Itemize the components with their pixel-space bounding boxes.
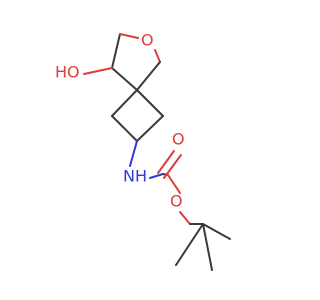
bond-quaternary-methyl-down <box>202 223 213 271</box>
hydroxyl-label: HO <box>55 63 80 82</box>
ring-oxygen-label: O <box>141 31 154 50</box>
bond-carbonyl-double-b <box>163 154 182 179</box>
bond-ester-oxygen-tbutyl <box>179 211 191 225</box>
molecule-structure-diagram: HO O NH O O <box>55 31 231 271</box>
bond-quaternary-methyl-left <box>175 223 204 266</box>
bond-ring-oxygen-ch2 <box>154 49 161 63</box>
bond-spiro-cb-left <box>111 89 138 117</box>
carbamate-group <box>129 140 191 225</box>
bond-cb-bottom-right <box>136 115 164 142</box>
bond-amine-carbonyl <box>149 173 164 179</box>
ester-oxygen-label: O <box>170 192 183 211</box>
amine-label: NH <box>123 167 147 186</box>
cyclobutane-ring <box>111 89 164 142</box>
bond-ch2-ring-oxygen <box>119 33 139 39</box>
bond-carbonyl-ester-oxygen <box>167 174 181 194</box>
bond-carbonyl-double-a <box>157 150 175 174</box>
bond-spiro-choh <box>111 67 138 91</box>
bond-ring-amine <box>129 140 138 167</box>
tert-butyl-group <box>175 223 231 271</box>
oxolane-ring <box>111 33 161 91</box>
bond-cb-right-spiro <box>136 89 164 117</box>
bond-cb-left-bottom <box>111 115 138 142</box>
bond-quaternary-methyl-right <box>202 223 231 240</box>
carbonyl-oxygen-label: O <box>172 130 185 149</box>
bond-c-ch2-top <box>111 33 121 69</box>
bond-hydroxyl <box>83 67 113 75</box>
bond-ch2-spiro <box>136 61 161 91</box>
